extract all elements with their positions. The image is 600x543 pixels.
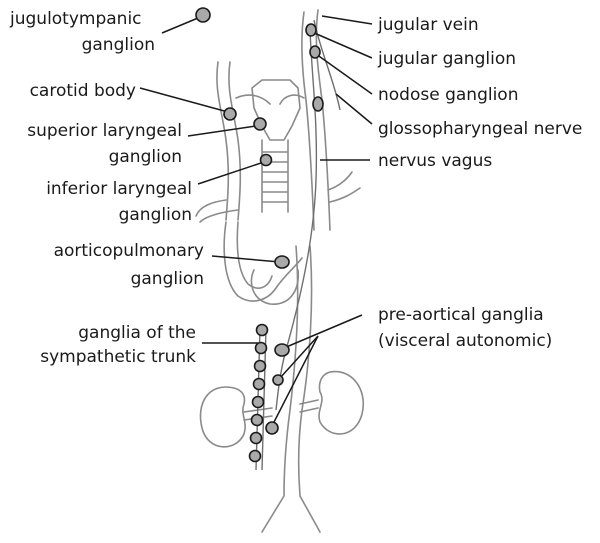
- right-kidney-outline: [318, 370, 365, 435]
- sympathetic-ganglion: [250, 413, 264, 427]
- leader-jugular-ganglion: [311, 31, 373, 59]
- leader-inf-laryngeal: [197, 161, 265, 185]
- label-inf-laryngeal-line2: ganglion: [119, 205, 192, 225]
- body-outlines: [195, 9, 365, 533]
- larynx-outline: [251, 79, 301, 141]
- label-jugulotympanic-line2: ganglion: [82, 35, 155, 55]
- sympathetic-ganglion: [255, 323, 269, 337]
- aortic-arch-outline: [223, 221, 303, 302]
- inferior-laryngeal-ganglion: [259, 153, 273, 167]
- label-nervus-vagus: nervus vagus: [378, 151, 492, 171]
- jugular-ganglion-2: [309, 45, 321, 59]
- left-subclavian-outline: [195, 199, 239, 223]
- label-sup-laryngeal-line1: superior laryngeal: [27, 121, 182, 141]
- label-inf-laryngeal-line1: inferior laryngeal: [46, 179, 192, 199]
- jugular-ganglion: [305, 23, 317, 37]
- leader-aorticopulmonary: [211, 255, 281, 263]
- leader-sup-laryngeal: [187, 125, 257, 137]
- label-preaortic-line2: (visceral autonomic): [378, 331, 552, 351]
- left-labels: jugulotympanic ganglion carotid body sup…: [9, 9, 204, 367]
- carotid-body: [223, 107, 237, 121]
- left-kidney-outline: [199, 386, 246, 448]
- leader-jugulotympanic: [161, 17, 199, 34]
- leader-preaortic-3: [271, 335, 319, 427]
- label-sympathetic-line1: ganglia of the: [78, 323, 196, 343]
- right-subclavian-outline: [327, 171, 361, 203]
- hyoid-outline: [235, 94, 305, 105]
- leader-nodose-ganglion: [315, 53, 373, 95]
- label-aorticopulmonary-line2: ganglion: [131, 269, 204, 289]
- right-labels: jugular vein jugular ganglion nodose gan…: [377, 15, 582, 351]
- label-jugular-ganglion: jugular ganglion: [377, 49, 516, 69]
- pulmonary-trunk-outline: [250, 269, 299, 305]
- superior-laryngeal-ganglion: [253, 117, 267, 131]
- label-glossopharyngeal: glossopharyngeal nerve: [378, 119, 582, 139]
- label-sympathetic-line2: sympathetic trunk: [40, 347, 196, 367]
- vagus-nerve-line: [275, 29, 318, 411]
- label-sup-laryngeal-line2: ganglion: [109, 147, 182, 167]
- sympathetic-ganglion: [248, 449, 262, 463]
- left-carotid-outline: [216, 61, 242, 221]
- leader-jugular-vein: [321, 15, 373, 25]
- label-aorticopulmonary-line1: aorticopulmonary: [54, 241, 204, 261]
- leader-preaortic-1: [283, 314, 363, 349]
- label-preaortic-line1: pre-aortical ganglia: [378, 305, 544, 325]
- leader-carotid-body: [139, 87, 229, 113]
- inferior-mesenteric-ganglion: [265, 421, 279, 435]
- leader-glossopharyngeal: [335, 93, 373, 125]
- celiac-ganglion: [274, 343, 290, 357]
- sympathetic-ganglion: [254, 341, 268, 355]
- jugulotympanic-ganglion: [195, 7, 211, 23]
- descending-aorta-outline: [261, 245, 321, 533]
- leader-preaortic-2: [279, 335, 319, 379]
- label-jugulotympanic-line1: jugulotympanic: [9, 9, 142, 29]
- aorticopulmonary-ganglion: [274, 255, 290, 269]
- trachea-outline: [261, 139, 289, 213]
- label-carotid-body: carotid body: [30, 81, 136, 101]
- label-nodose-ganglion: nodose ganglion: [378, 85, 518, 105]
- nodose-ganglion: [312, 96, 324, 112]
- sympathetic-ganglion: [249, 431, 263, 445]
- sympathetic-ganglion: [252, 377, 266, 391]
- sympathetic-ganglion: [253, 359, 267, 373]
- superior-mesenteric-ganglion: [272, 374, 284, 386]
- label-jugular-vein: jugular vein: [377, 15, 479, 35]
- ganglia: [195, 7, 324, 463]
- sympathetic-ganglion: [251, 395, 265, 409]
- leader-lines: [139, 15, 373, 427]
